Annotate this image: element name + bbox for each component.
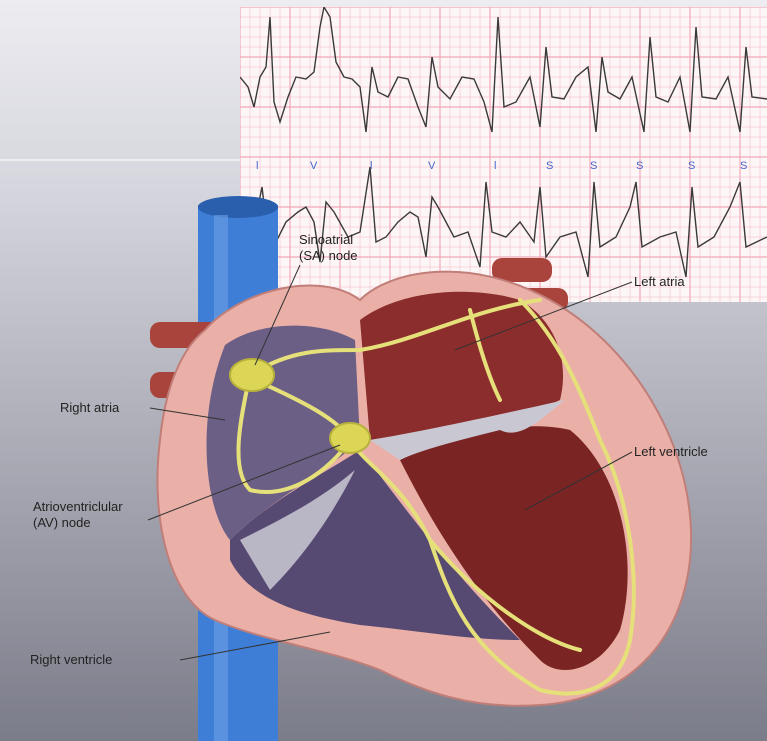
label-av-node-line1: Atrioventriclular bbox=[33, 499, 123, 515]
label-sa-node-line2: (SA) node bbox=[299, 248, 358, 264]
sa-node bbox=[230, 359, 274, 391]
label-av-node: Atrioventriclular (AV) node bbox=[33, 499, 123, 531]
label-right-atria: Right atria bbox=[60, 400, 119, 416]
label-sa-node: Sinoatrial (SA) node bbox=[299, 232, 358, 264]
label-left-atria: Left atria bbox=[634, 274, 685, 290]
label-left-ventricle: Left ventricle bbox=[634, 444, 708, 460]
label-sa-node-line1: Sinoatrial bbox=[299, 232, 358, 248]
label-right-ventricle: Right ventricle bbox=[30, 652, 112, 668]
av-node bbox=[330, 423, 370, 453]
label-av-node-line2: (AV) node bbox=[33, 515, 123, 531]
